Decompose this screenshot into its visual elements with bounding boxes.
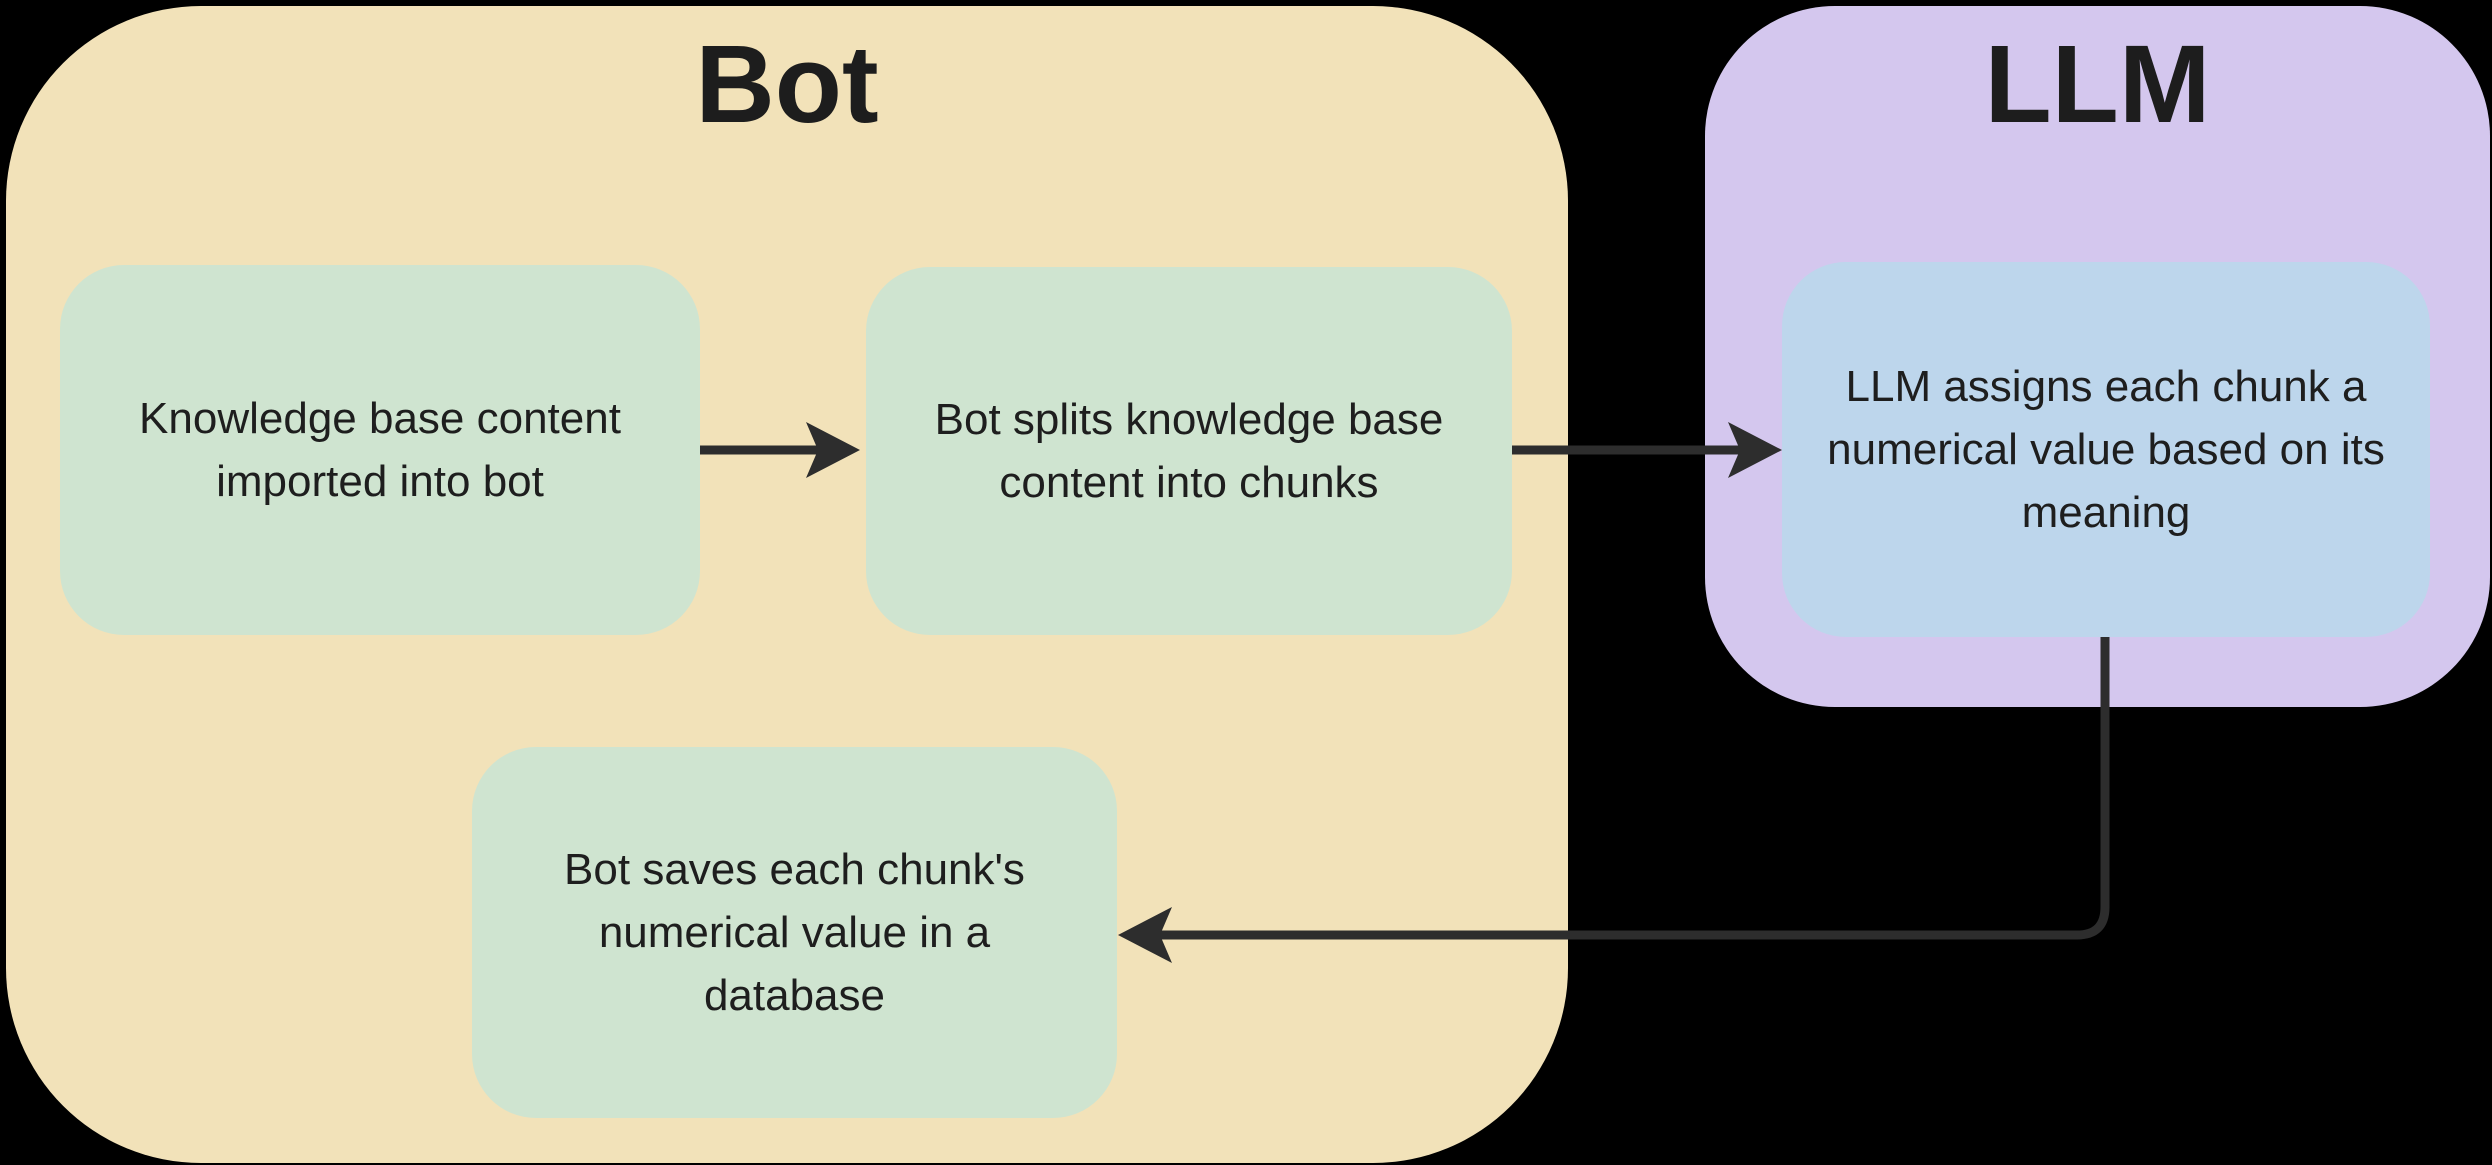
node-knowledge-import: Knowledge base content imported into bot xyxy=(60,265,700,635)
node-save-database-label: Bot saves each chunk's numerical value i… xyxy=(564,838,1025,1027)
node-label-line: numerical value based on its xyxy=(1827,425,2385,474)
node-label-line: Knowledge base content xyxy=(139,394,621,443)
container-llm-title: LLM xyxy=(1984,23,2211,146)
node-assign-value-label: LLM assigns each chunk a numerical value… xyxy=(1827,355,2385,544)
node-label-line: LLM assigns each chunk a xyxy=(1845,362,2367,411)
node-knowledge-import-label: Knowledge base content imported into bot xyxy=(139,387,621,513)
node-label-line: meaning xyxy=(2021,488,2191,537)
node-label-line: numerical value in a xyxy=(598,908,991,957)
node-assign-value: LLM assigns each chunk a numerical value… xyxy=(1782,262,2430,637)
node-save-database: Bot saves each chunk's numerical value i… xyxy=(472,747,1117,1118)
node-split-chunks: Bot splits knowledge base content into c… xyxy=(866,267,1512,635)
container-bot-title: Bot xyxy=(695,23,879,146)
node-split-chunks-label: Bot splits knowledge base content into c… xyxy=(935,388,1444,514)
node-label-line: database xyxy=(703,971,886,1020)
node-label-line: Bot saves each chunk's xyxy=(564,845,1025,894)
node-label-line: Bot splits knowledge base xyxy=(934,395,1444,444)
node-label-line: content into chunks xyxy=(999,458,1379,507)
node-label-line: imported into bot xyxy=(216,457,544,506)
